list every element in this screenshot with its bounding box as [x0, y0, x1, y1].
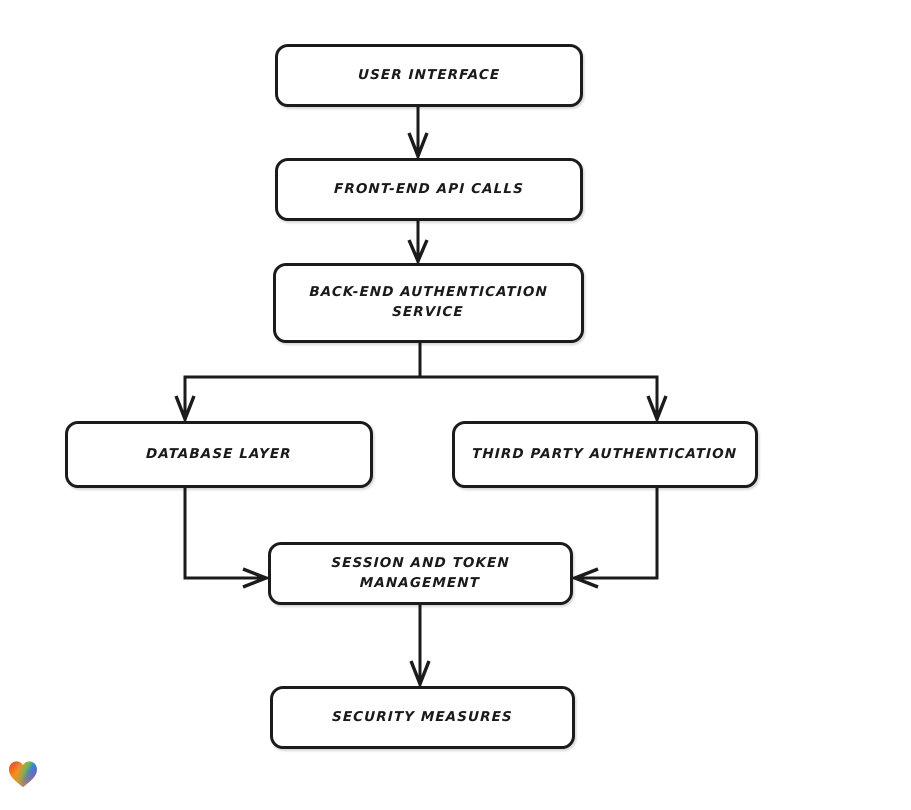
edge-backend-split-trunk — [183, 341, 659, 379]
node-label-user-interface: User Interface — [357, 66, 501, 83]
edge-backend-to-db — [174, 375, 196, 424]
node-label-session-token-mgmt: Session and Token Management — [331, 554, 511, 591]
node-label-security-measures: Security Measures — [331, 708, 514, 725]
node-user-interface[interactable]: User Interface — [275, 44, 583, 107]
node-label-back-end-auth-service: Back-End Authentication Service — [309, 284, 549, 320]
edge-ui-to-api — [407, 105, 429, 161]
edge-session-to-security — [409, 603, 431, 689]
node-label-third-party-auth: Third Party Authentication — [472, 445, 738, 462]
edge-third-to-session — [570, 486, 659, 589]
edge-api-to-backend — [407, 219, 429, 266]
node-third-party-auth[interactable]: Third Party Authentication — [452, 421, 758, 488]
node-session-token-mgmt[interactable]: Session and Token Management — [268, 542, 573, 605]
node-database-layer[interactable]: Database Layer — [65, 421, 373, 488]
edge-db-to-session — [183, 486, 271, 589]
node-front-end-api-calls[interactable]: Front-End API Calls — [275, 158, 583, 221]
node-label-database-layer: Database Layer — [145, 445, 293, 462]
node-label-front-end-api-calls: Front-End API Calls — [333, 180, 525, 197]
heart-icon — [9, 761, 37, 788]
edge-backend-to-third — [646, 375, 668, 424]
node-security-measures[interactable]: Security Measures — [270, 686, 575, 749]
node-back-end-auth-service[interactable]: Back-End Authentication Service — [273, 263, 584, 343]
